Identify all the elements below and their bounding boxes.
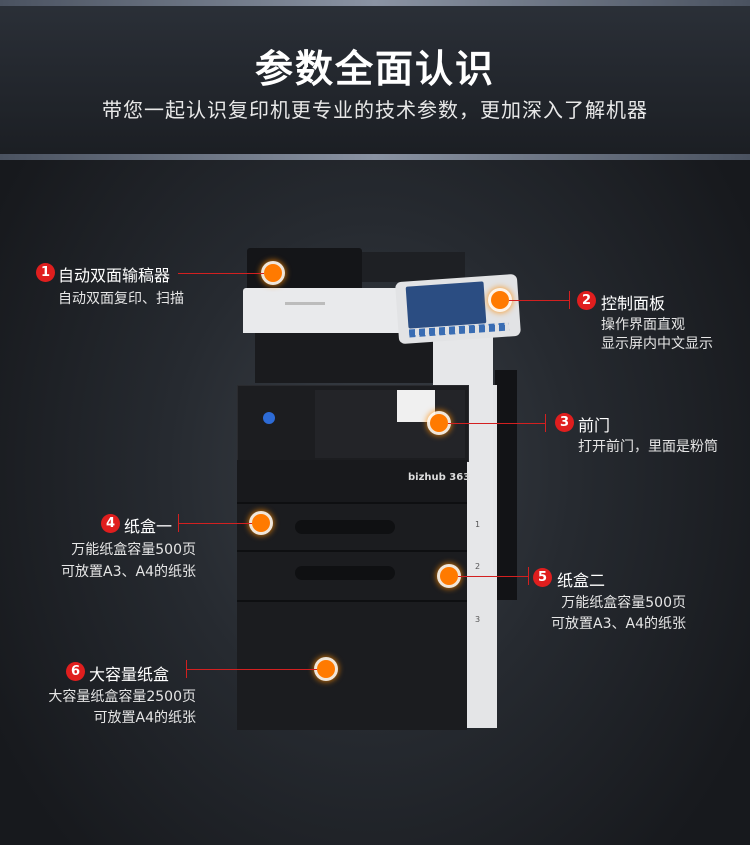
leader-tick-2: [569, 291, 570, 309]
header-bottom-rule: [0, 154, 750, 160]
leader-line-4: [178, 523, 252, 524]
side-tray-number: 3: [475, 615, 481, 624]
callout-title-2: 控制面板: [601, 294, 666, 313]
marker-large-capacity-tray: [317, 660, 335, 678]
info-label-card: [397, 390, 435, 422]
page-title: 参数全面认识: [254, 47, 495, 91]
large-capacity-tray: [237, 600, 467, 730]
leader-line-3: [448, 423, 545, 424]
leader-line-6: [186, 669, 317, 670]
leader-tick-6: [186, 660, 187, 678]
callout-desc-2b: 显示屏内中文显示: [601, 336, 713, 352]
marker-front-door: [430, 414, 448, 432]
tray-1-handle: [295, 520, 395, 534]
leader-tick-5: [528, 567, 529, 585]
tray-2-handle: [295, 566, 395, 580]
leader-tick-3: [545, 414, 546, 432]
callout-desc-1: 自动双面复印、扫描: [58, 291, 184, 307]
side-tray-number: 1: [475, 520, 481, 529]
callout-desc-4b: 可放置A3、A4的纸张: [61, 564, 196, 580]
control-panel-screen: [405, 281, 487, 329]
callout-desc-6b: 可放置A4的纸张: [93, 710, 196, 726]
marker-control-panel: [491, 291, 509, 309]
callout-number-5: 5: [533, 568, 552, 587]
page-subtitle: 带您一起认识复印机更专业的技术参数，更加深入了解机器: [102, 98, 648, 122]
header-top-rule: [0, 0, 750, 6]
copier-machine-image: bizhub 363 1 2 3: [225, 240, 525, 740]
callout-title-4: 纸盒一: [124, 517, 173, 536]
callout-desc-4a: 万能纸盒容量500页: [71, 542, 196, 558]
leader-tick-4: [178, 514, 179, 532]
machine-rear: [495, 370, 517, 600]
marker-tray-1: [252, 514, 270, 532]
brand-logo-icon: [263, 412, 275, 424]
callout-desc-5b: 可放置A3、A4的纸张: [551, 616, 686, 632]
adf-slot: [285, 302, 325, 305]
callout-title-1: 自动双面输稿器: [58, 266, 171, 285]
callout-title-3: 前门: [578, 416, 611, 435]
side-tray-number: 2: [475, 562, 481, 571]
header-banner: 参数全面认识 带您一起认识复印机更专业的技术参数，更加深入了解机器: [0, 0, 750, 160]
marker-adf: [264, 264, 282, 282]
callout-number-2: 2: [577, 291, 596, 310]
callout-title-5: 纸盒二: [557, 571, 606, 590]
leader-line-2: [509, 300, 569, 301]
callout-title-6: 大容量纸盒: [89, 665, 170, 684]
brand-label: bizhub 363: [408, 472, 471, 483]
callout-number-1: 1: [36, 263, 55, 282]
leader-line-5: [458, 576, 528, 577]
callout-desc-2a: 操作界面直观: [601, 317, 685, 333]
callout-desc-5a: 万能纸盒容量500页: [561, 595, 686, 611]
callout-number-3: 3: [555, 413, 574, 432]
leader-line-1: [178, 273, 264, 274]
callout-number-6: 6: [66, 662, 85, 681]
machine-mid-band: [237, 460, 467, 502]
callout-desc-6a: 大容量纸盒容量2500页: [48, 689, 196, 705]
marker-tray-2: [440, 567, 458, 585]
callout-number-4: 4: [101, 514, 120, 533]
callout-desc-3: 打开前门，里面是粉筒: [578, 439, 718, 455]
